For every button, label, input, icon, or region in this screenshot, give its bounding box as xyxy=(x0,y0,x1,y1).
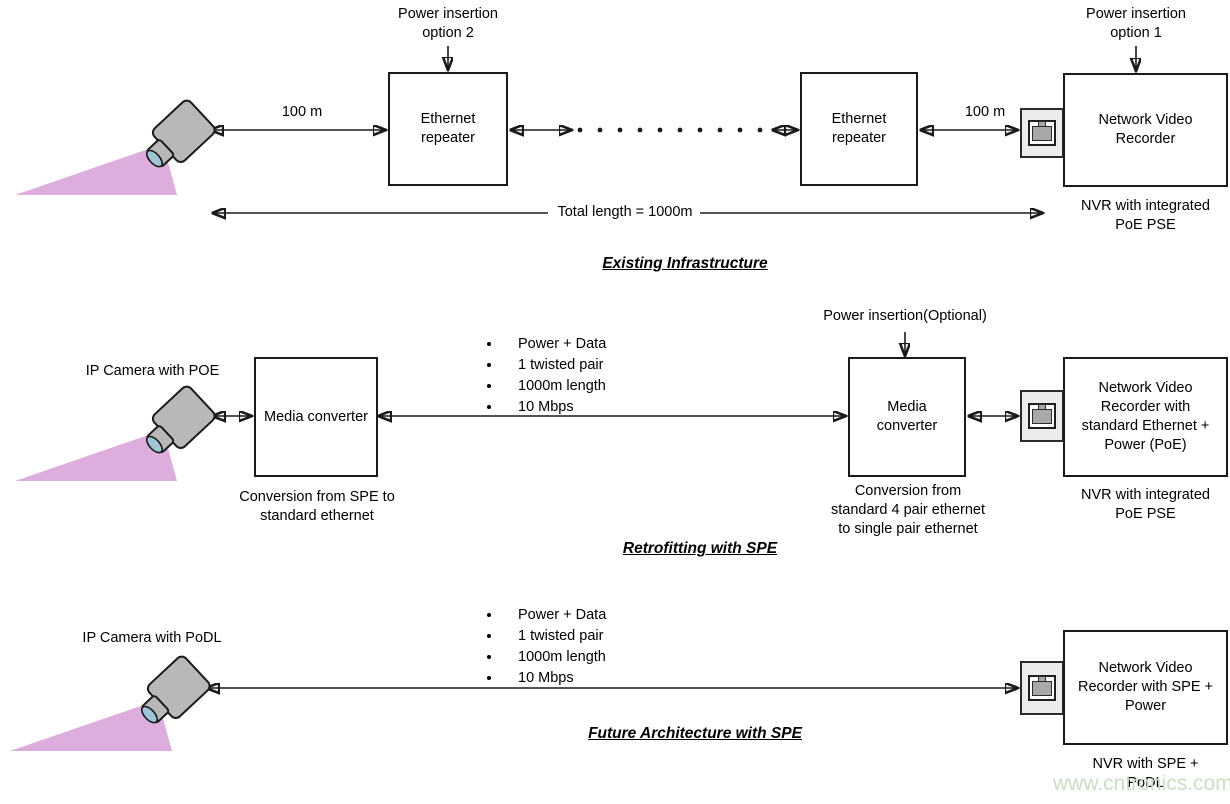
box-network-video-recorder-row1[interactable]: Network Video Recorder xyxy=(1063,73,1228,187)
bullet-item: 10 Mbps xyxy=(502,397,690,418)
label-power-insertion-optional: Power insertion(Optional) xyxy=(823,308,987,324)
box-media-converter-right-label: Media converter xyxy=(876,399,938,434)
box-network-video-recorder-row3-label: Network Video Recorder with SPE + Power xyxy=(1078,660,1213,714)
bullet-item: 1 twisted pair xyxy=(502,355,690,376)
section-title-existing-infrastructure: Existing Infrastructure xyxy=(602,255,768,272)
section-title-retrofitting-with-spe: Retrofitting with SPE xyxy=(622,540,778,557)
caption-conversion-spe-to-standard: Conversion from SPE to standard ethernet xyxy=(239,489,395,524)
camera-icon-existing xyxy=(15,92,245,202)
camera-icon-future xyxy=(10,648,240,758)
bullet-list-row2: Power + Data 1 twisted pair 1000m length… xyxy=(480,334,690,418)
rj45-jack-icon-row1 xyxy=(1020,108,1064,158)
box-ethernet-repeater-right[interactable]: Ethernet repeater xyxy=(800,72,918,186)
box-media-converter-right[interactable]: Media converter xyxy=(848,357,966,477)
watermark-cntronics: www.cntronics.com xyxy=(1053,772,1230,795)
rj45-inner-frame xyxy=(1028,675,1056,701)
bullet-item: Power + Data xyxy=(502,334,690,355)
box-network-video-recorder-row2-label: Network Video Recorder with standard Eth… xyxy=(1081,380,1210,453)
box-ethernet-repeater-left-label: Ethernet repeater xyxy=(420,111,476,146)
bullet-list-row2-items: Power + Data 1 twisted pair 1000m length… xyxy=(480,334,690,418)
caption-ip-camera-poe: IP Camera with POE xyxy=(85,363,220,379)
camera-light-cone xyxy=(15,430,177,481)
label-power-insertion-option-2: Power insertion option 2 xyxy=(398,6,498,41)
camera-lens-glass xyxy=(145,435,164,454)
bullet-item: Power + Data xyxy=(502,605,690,626)
caption-nvr-row1: NVR with integrated PoE PSE xyxy=(1081,198,1210,233)
rj45-inner-frame xyxy=(1028,403,1056,429)
rj45-plug-shape xyxy=(1032,404,1052,424)
label-distance-left-row1: 100 m xyxy=(281,104,323,120)
rj45-plug-shape xyxy=(1032,121,1052,141)
bullet-item: 10 Mbps xyxy=(502,668,690,689)
bullet-list-row3-items: Power + Data 1 twisted pair 1000m length… xyxy=(480,605,690,689)
box-network-video-recorder-row2[interactable]: Network Video Recorder with standard Eth… xyxy=(1063,357,1228,477)
rj45-jack-icon-row2 xyxy=(1020,390,1064,442)
camera-lens-glass xyxy=(145,149,164,168)
box-ethernet-repeater-left[interactable]: Ethernet repeater xyxy=(388,72,508,186)
bullet-item: 1 twisted pair xyxy=(502,626,690,647)
label-distance-right-row1: 100 m xyxy=(964,104,1006,120)
camera-light-cone xyxy=(10,700,172,751)
bullet-item: 1000m length xyxy=(502,647,690,668)
label-total-length: Total length = 1000m xyxy=(557,204,693,220)
box-media-converter-left[interactable]: Media converter xyxy=(254,357,378,477)
caption-conversion-4pair-to-single: Conversion from standard 4 pair ethernet… xyxy=(831,483,985,537)
box-media-converter-left-label: Media converter xyxy=(264,408,368,425)
camera-lens-glass xyxy=(140,705,159,724)
rj45-plug-shape xyxy=(1032,676,1052,696)
box-network-video-recorder-row1-label: Network Video Recorder xyxy=(1098,112,1193,147)
camera-light-cone xyxy=(15,144,177,195)
section-title-future-architecture-with-spe: Future Architecture with SPE xyxy=(588,725,802,742)
box-network-video-recorder-row3[interactable]: Network Video Recorder with SPE + Power xyxy=(1063,630,1228,745)
bullet-list-row3: Power + Data 1 twisted pair 1000m length… xyxy=(480,605,690,689)
bullet-item: 1000m length xyxy=(502,376,690,397)
caption-ip-camera-podl: IP Camera with PoDL xyxy=(82,630,222,646)
rj45-jack-icon-row3 xyxy=(1020,661,1064,715)
camera-icon-retrofit xyxy=(15,378,245,488)
box-ethernet-repeater-right-label: Ethernet repeater xyxy=(831,111,887,146)
rj45-inner-frame xyxy=(1028,120,1056,146)
caption-nvr-row3: NVR with SPE + PoDL xyxy=(1092,756,1199,791)
label-power-insertion-option-1: Power insertion option 1 xyxy=(1086,6,1186,41)
caption-nvr-row2: NVR with integrated PoE PSE xyxy=(1081,487,1210,522)
